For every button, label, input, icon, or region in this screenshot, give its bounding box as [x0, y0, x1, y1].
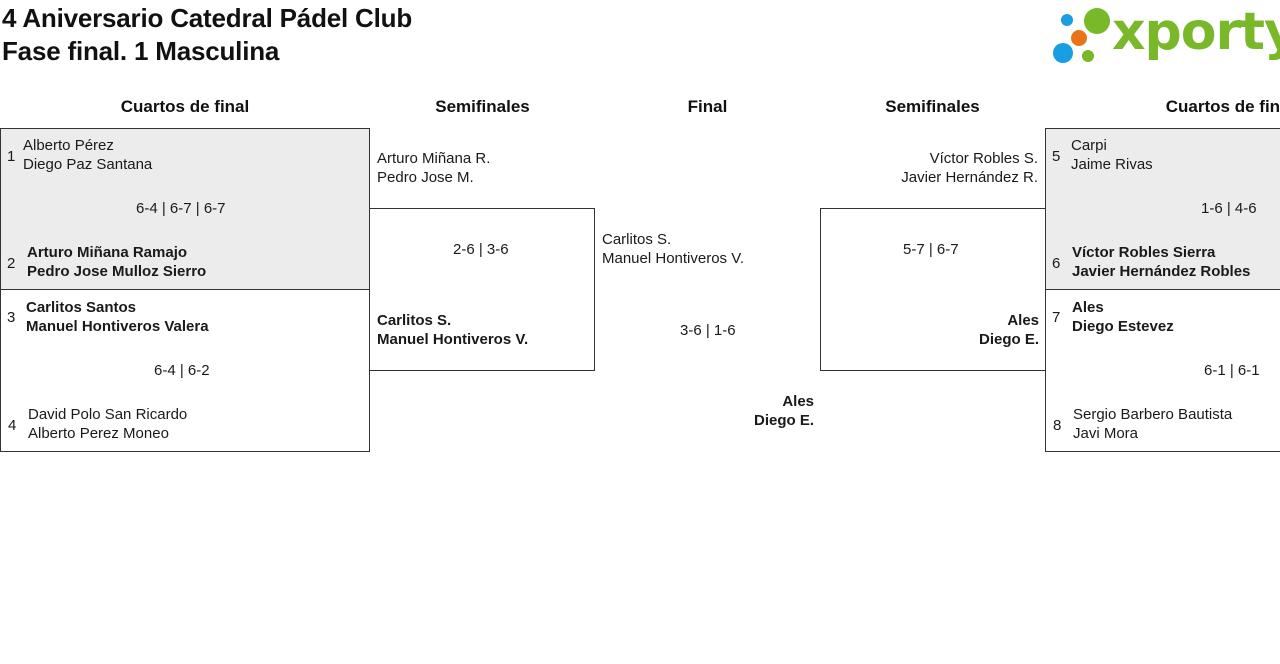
header-right-quarterfinals: Cuartos de final	[1165, 97, 1280, 116]
player-name: Diego Estevez	[1072, 318, 1174, 335]
seed-number: 5	[1052, 148, 1061, 165]
winner-team-entry[interactable]: Arturo Miñana Ramajo Pedro Jose Mulloz S…	[27, 243, 206, 281]
winner-team-entry[interactable]: Ales Diego Estevez	[1072, 298, 1174, 336]
player-name: Pedro Jose M.	[377, 169, 474, 186]
match-score: 2-6 | 3-6	[453, 241, 509, 258]
team-entry[interactable]: Carlitos S. Manuel Hontiveros V.	[602, 230, 744, 268]
player-name: Manuel Hontiveros V.	[377, 331, 529, 348]
match-score: 5-7 | 6-7	[903, 241, 959, 258]
winner-team-entry[interactable]: Carlitos Santos Manuel Hontiveros Valera	[26, 298, 209, 336]
player-name: Manuel Hontiveros Valera	[26, 318, 209, 335]
player-name: Pedro Jose Mulloz Sierro	[27, 263, 207, 280]
right-qf-match-1[interactable]	[1045, 128, 1280, 290]
player-name: Alberto Pérez	[23, 137, 114, 154]
seed-number: 7	[1052, 309, 1061, 326]
player-name: Arturo Miñana R.	[377, 150, 491, 167]
player-name: David Polo San Ricardo	[28, 406, 188, 423]
phase-name: Fase final. 1 Masculina	[2, 36, 280, 66]
match-score: 6-1 | 6-1	[1204, 362, 1260, 379]
team-entry[interactable]: David Polo San Ricardo Alberto Perez Mon…	[28, 405, 187, 443]
team-entry[interactable]: Carpi Jaime Rivas	[1071, 136, 1153, 174]
match-score: 6-4 | 6-7 | 6-7	[136, 200, 226, 217]
final-score: 3-6 | 1-6	[680, 322, 736, 339]
team-entry[interactable]: Víctor Robles S. Javier Hernández R.	[860, 149, 1038, 187]
logo-wordmark: xporty	[1112, 2, 1280, 62]
team-entry[interactable]: Alberto Pérez Diego Paz Santana	[23, 136, 152, 174]
player-name: Javier Hernández Robles	[1072, 263, 1251, 280]
player-name: Carlitos S.	[377, 312, 452, 329]
header-left-quarterfinals: Cuartos de final	[120, 97, 250, 116]
header-right-semifinals: Semifinales	[885, 97, 980, 116]
match-score: 1-6 | 4-6	[1201, 200, 1257, 217]
player-name: Ales	[782, 393, 814, 410]
player-name: Diego Paz Santana	[23, 156, 153, 173]
player-name: Diego E.	[978, 331, 1039, 348]
winner-team-entry[interactable]: Víctor Robles Sierra Javier Hernández Ro…	[1072, 243, 1250, 281]
left-sf-match[interactable]	[369, 208, 595, 371]
left-qf-match-1[interactable]	[0, 128, 370, 290]
seed-number: 2	[7, 255, 16, 272]
player-name: Alberto Perez Moneo	[28, 425, 169, 442]
header-left-semifinals: Semifinales	[435, 97, 530, 116]
player-name: Ales	[1007, 312, 1039, 329]
player-name: Víctor Robles Sierra	[1072, 244, 1216, 261]
player-name: Arturo Miñana Ramajo	[27, 244, 188, 261]
right-qf-match-2[interactable]	[1045, 289, 1280, 452]
player-name: Carlitos Santos	[26, 299, 137, 316]
seed-number: 6	[1052, 255, 1061, 272]
player-name: Jaime Rivas	[1071, 156, 1153, 173]
team-entry[interactable]: Arturo Miñana R. Pedro Jose M.	[377, 149, 490, 187]
player-name: Carpi	[1071, 137, 1107, 154]
match-score: 6-4 | 6-2	[154, 362, 210, 379]
tournament-name: 4 Aniversario Catedral Pádel Club	[2, 3, 413, 33]
player-name: Ales	[1072, 299, 1104, 316]
winner-team-entry[interactable]: Carlitos S. Manuel Hontiveros V.	[377, 311, 528, 349]
player-name: Sergio Barbero Bautista	[1073, 406, 1233, 423]
page-title: 4 Aniversario Catedral Pádel Club Fase f…	[2, 2, 412, 68]
player-name: Manuel Hontiveros V.	[602, 250, 745, 267]
player-name: Víctor Robles S.	[929, 150, 1038, 167]
seed-number: 1	[7, 148, 16, 165]
logo-dots-icon	[1053, 8, 1110, 63]
xporty-logo[interactable]: xporty	[1050, 2, 1280, 68]
seed-number: 3	[7, 309, 16, 326]
player-name: Javi Mora	[1073, 425, 1139, 442]
seed-number: 8	[1053, 417, 1062, 434]
champion-team-entry[interactable]: Ales Diego E.	[700, 392, 814, 430]
player-name: Javier Hernández R.	[901, 169, 1038, 186]
player-name: Diego E.	[753, 412, 814, 429]
team-entry[interactable]: Sergio Barbero Bautista Javi Mora	[1073, 405, 1232, 443]
player-name: Carlitos S.	[602, 231, 672, 248]
seed-number: 4	[8, 417, 17, 434]
header-final: Final	[687, 97, 728, 116]
winner-team-entry[interactable]: Ales Diego E.	[900, 311, 1039, 349]
